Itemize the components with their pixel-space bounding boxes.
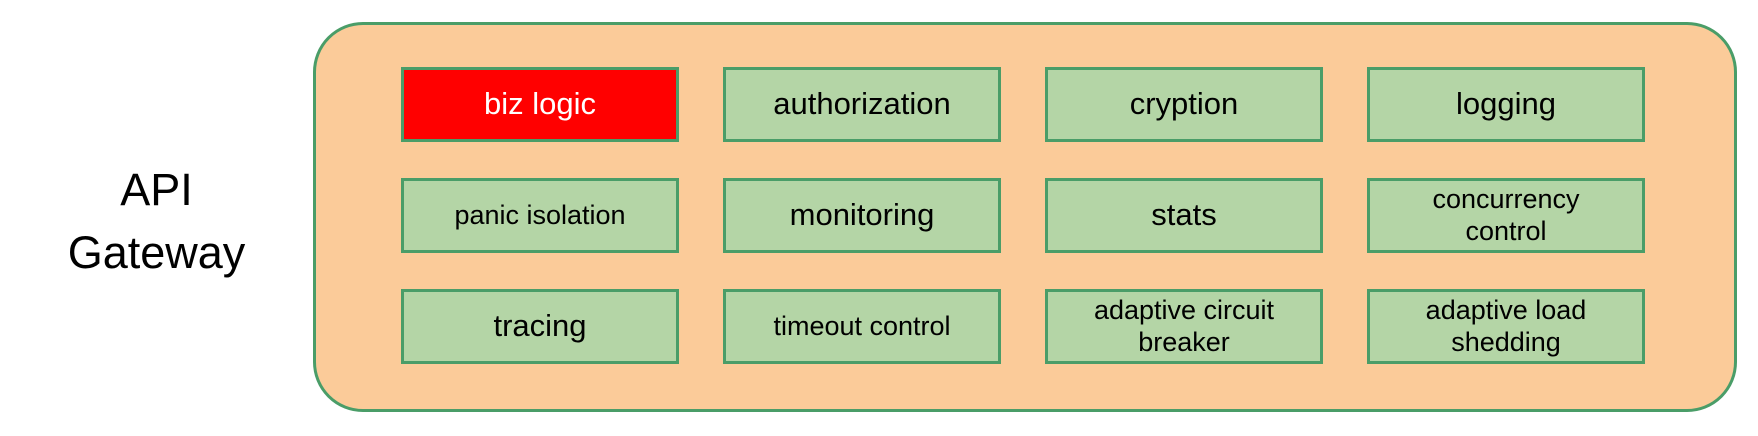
gateway-box-panic-isolation: panic isolation bbox=[401, 178, 679, 253]
gateway-box-cryption: cryption bbox=[1045, 67, 1323, 142]
gateway-box-biz-logic: biz logic bbox=[401, 67, 679, 142]
api-gateway-title: API Gateway bbox=[67, 164, 246, 278]
gateway-box-monitoring: monitoring bbox=[723, 178, 1001, 253]
gateway-box-timeout-control: timeout control bbox=[723, 289, 1001, 364]
gateway-box-concurrency-control: concurrency control bbox=[1367, 178, 1645, 253]
gateway-box-tracing: tracing bbox=[401, 289, 679, 364]
gateway-box-logging: logging bbox=[1367, 67, 1645, 142]
gateway-box-stats: stats bbox=[1045, 178, 1323, 253]
api-gateway-container: biz logic authorization cryption logging pan… bbox=[313, 22, 1737, 412]
gateway-box-adaptive-circuit-breaker: adaptive circuit breaker bbox=[1045, 289, 1323, 364]
gateway-feature-grid: biz logic authorization cryption logging pan… bbox=[316, 25, 1734, 409]
gateway-box-authorization: authorization bbox=[723, 67, 1001, 142]
gateway-box-adaptive-load-shedding: adaptive load shedding bbox=[1367, 289, 1645, 364]
